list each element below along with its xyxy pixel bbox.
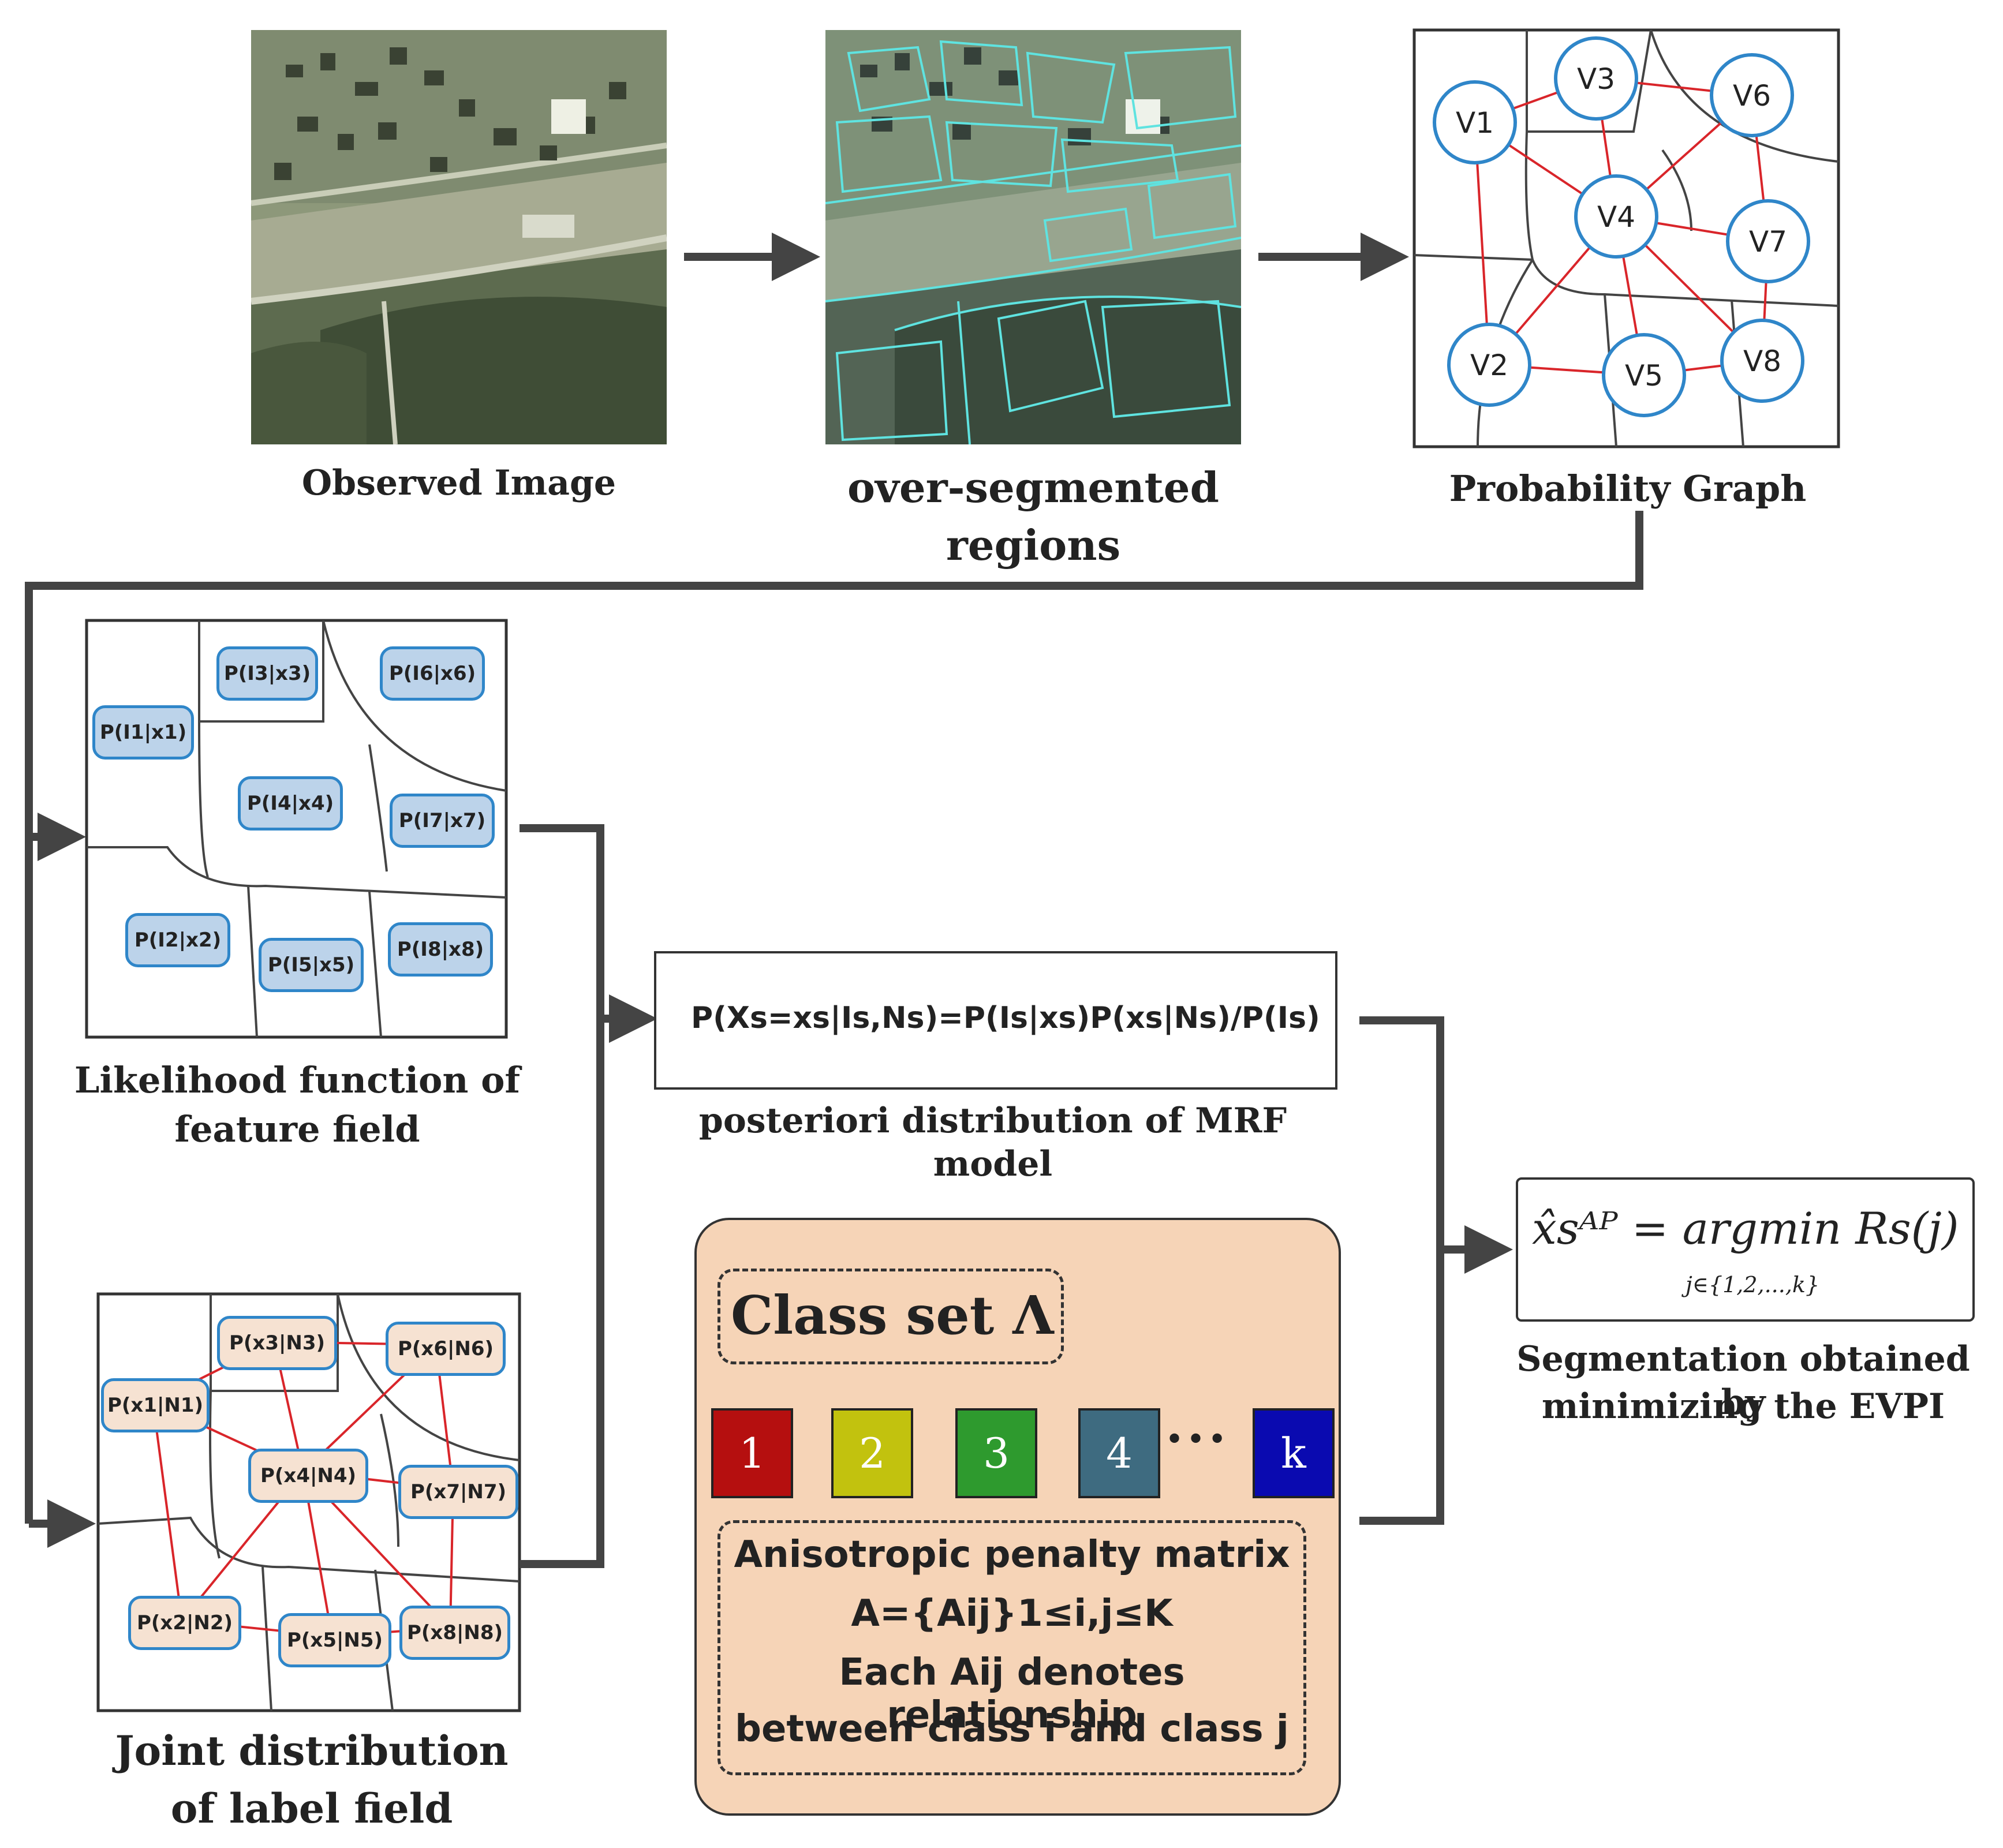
segmentation-caption-line1: Segmentation obtained by bbox=[1516, 1339, 1970, 1423]
graph-node-8 bbox=[1720, 319, 1804, 403]
joint-term-8: P(x8|N8) bbox=[399, 1606, 510, 1660]
penalty-line-2: A={Aij}1≤i,j≤K bbox=[851, 1592, 1173, 1635]
joint-term-5: P(x7|N7) bbox=[398, 1465, 518, 1519]
graph-node-label: V7 bbox=[1749, 225, 1787, 259]
graph-node-5 bbox=[1726, 199, 1810, 283]
segmentation-caption-line2: minimizing the EVPI bbox=[1541, 1386, 1945, 1427]
penalty-line-1: Anisotropic penalty matrix bbox=[734, 1533, 1290, 1576]
class-box-3: 3 bbox=[955, 1408, 1037, 1498]
likelihood-term-6: P(I2|x2) bbox=[125, 913, 230, 967]
penalty-matrix-box: Anisotropic penalty matrix A={Aij}1≤i,j≤… bbox=[718, 1520, 1306, 1775]
overseg-caption-line2: regions bbox=[946, 521, 1121, 570]
graph-node-label: V2 bbox=[1470, 349, 1508, 382]
connector-to-segmentation bbox=[1359, 1016, 1444, 1525]
segmentation-formula-box: x̂sᴬᴾ = argmin Rs(j) j∈{1,2,...,k} bbox=[1516, 1177, 1975, 1322]
joint-term-3: P(x1|N1) bbox=[101, 1378, 210, 1432]
graph-node-label: V6 bbox=[1733, 79, 1771, 113]
joint-caption-line1: Joint distribution bbox=[115, 1727, 509, 1775]
joint-caption-line2: of label field bbox=[170, 1785, 453, 1832]
joint-term-7: P(x5|N5) bbox=[278, 1613, 391, 1667]
likelihood-term-4: P(I4|x4) bbox=[238, 776, 343, 831]
graph-node-4 bbox=[1574, 174, 1658, 259]
connector-graph-to-fields bbox=[25, 511, 1643, 1524]
class-set-title: Class set Λ bbox=[731, 1284, 1054, 1346]
connector-likelihood-right bbox=[520, 824, 604, 1568]
overseg-caption-line1: over-segmented bbox=[847, 463, 1219, 512]
joint-term-1: P(x3|N3) bbox=[217, 1316, 337, 1370]
class-box-1: 1 bbox=[711, 1408, 793, 1498]
likelihood-term-5: P(I7|x7) bbox=[390, 794, 495, 848]
class-box-k: k bbox=[1253, 1408, 1335, 1498]
graph-node-label: V8 bbox=[1743, 345, 1781, 378]
graph-node-label: V3 bbox=[1577, 62, 1615, 96]
class-box-2: 2 bbox=[831, 1408, 913, 1498]
graph-node-label: V1 bbox=[1456, 106, 1494, 140]
likelihood-term-2: P(I6|x6) bbox=[380, 646, 485, 701]
posterior-formula: P(Xs=xs|Is,Ns)=P(Is|xs)P(xs|Ns)/P(Is) bbox=[691, 1001, 1320, 1035]
joint-term-6: P(x2|N2) bbox=[128, 1596, 241, 1650]
posterior-caption: posteriori distribution of MRF model bbox=[698, 1101, 1287, 1184]
likelihood-term-8: P(I8|x8) bbox=[388, 922, 493, 977]
observed-image bbox=[251, 30, 667, 444]
graph-node-1 bbox=[1433, 80, 1517, 164]
over-segmented-image bbox=[825, 30, 1241, 444]
likelihood-term-7: P(I5|x5) bbox=[259, 938, 364, 992]
class-set-title-box: Class set Λ bbox=[718, 1269, 1064, 1364]
likelihood-caption-line1: Likelihood function of bbox=[74, 1059, 521, 1101]
observed-image-caption: Observed Image bbox=[301, 463, 616, 503]
likelihood-caption-line2: feature field bbox=[174, 1108, 420, 1150]
posterior-formula-box: P(Xs=xs|Is,Ns)=P(Is|xs)P(xs|Ns)/P(Is) bbox=[654, 951, 1337, 1090]
class-box-4: 4 bbox=[1078, 1408, 1160, 1498]
joint-term-2: P(x6|N6) bbox=[386, 1322, 506, 1376]
segmentation-formula: x̂sᴬᴾ = argmin Rs(j) bbox=[1532, 1203, 1959, 1254]
likelihood-term-1: P(I3|x3) bbox=[216, 646, 318, 701]
penalty-line-3: Each Aij denotes relationship bbox=[839, 1651, 1185, 1737]
penalty-line-4: between class i and class j bbox=[735, 1708, 1289, 1750]
graph-node-7 bbox=[1602, 333, 1686, 417]
graph-node-3 bbox=[1710, 53, 1794, 137]
graph-node-label: V5 bbox=[1625, 359, 1663, 392]
likelihood-term-3: P(I1|x1) bbox=[92, 705, 194, 760]
graph-node-label: V4 bbox=[1597, 200, 1635, 234]
probability-graph-caption: Probability Graph bbox=[1449, 467, 1807, 510]
segmentation-subscript: j∈{1,2,...,k} bbox=[1686, 1272, 1820, 1297]
class-set-panel: Class set Λ Anisotropic penalty matrix A… bbox=[694, 1218, 1341, 1816]
joint-term-4: P(x4|N4) bbox=[248, 1449, 368, 1503]
graph-node-6 bbox=[1447, 323, 1531, 407]
class-ellipsis: ••• bbox=[1165, 1421, 1230, 1458]
graph-node-2 bbox=[1554, 36, 1638, 121]
